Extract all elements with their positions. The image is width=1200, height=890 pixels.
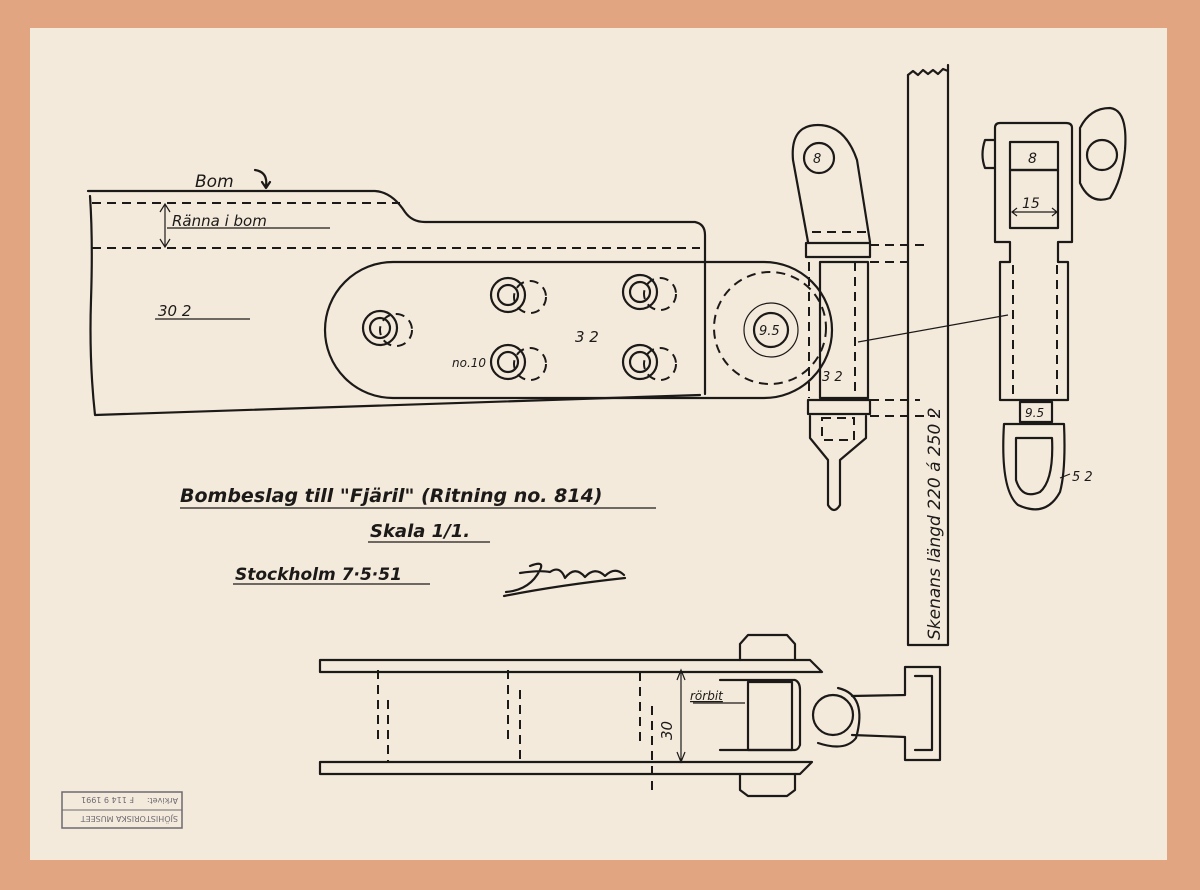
label-boom-thickness: 30 2 [158,302,191,320]
screw-hole [489,276,547,314]
label-bom: Bom [195,172,234,192]
screw-hole [489,343,547,381]
rail [906,63,950,647]
stamp-archive: Arkivet: [147,796,178,805]
fitting-plate [323,260,834,400]
right-fitting [981,106,1127,511]
stamp-museum: SJÖHISTORISKA MUSEET [81,814,178,824]
bottom-view [318,633,942,798]
label-right-width: 15 [1022,196,1040,212]
stamp-number: F 114 9 1991 [81,795,134,804]
label-plate-thickness: 3 2 [575,328,599,346]
screw-hole [361,309,413,347]
screw-hole [621,273,677,311]
label-pin-main: 9.5 [759,324,780,339]
signature [502,562,627,598]
label-right-pin: 8 [1028,151,1037,167]
label-pin-top: 8 [813,152,821,167]
museum-stamp: SJÖHISTORISKA MUSEET Arkivet: F 114 9 19… [61,791,183,829]
label-right-ring: 5 2 [1072,470,1093,485]
label-bottom-width: 30 [658,721,676,740]
paper [30,28,1167,860]
label-tube-thickness: 3 2 [822,370,843,385]
label-right-pin-lower: 9.5 [1025,406,1044,420]
drawing-title: Bombeslag till "Fjäril" (Ritning no. 814… [180,485,602,507]
label-ranna: Ränna i bom [172,212,267,230]
place-date: Stockholm 7·5·51 [235,565,402,585]
hinge-clevis [791,123,1009,512]
drawing-scale: Skala 1/1. [370,521,470,542]
screw-hole [621,343,677,381]
label-rail-length: Skenans längd 220 á 250 2 [925,407,945,640]
label-screw: no.10 [452,356,486,370]
label-rorbit: rörbit [690,689,724,703]
boom [86,168,707,417]
